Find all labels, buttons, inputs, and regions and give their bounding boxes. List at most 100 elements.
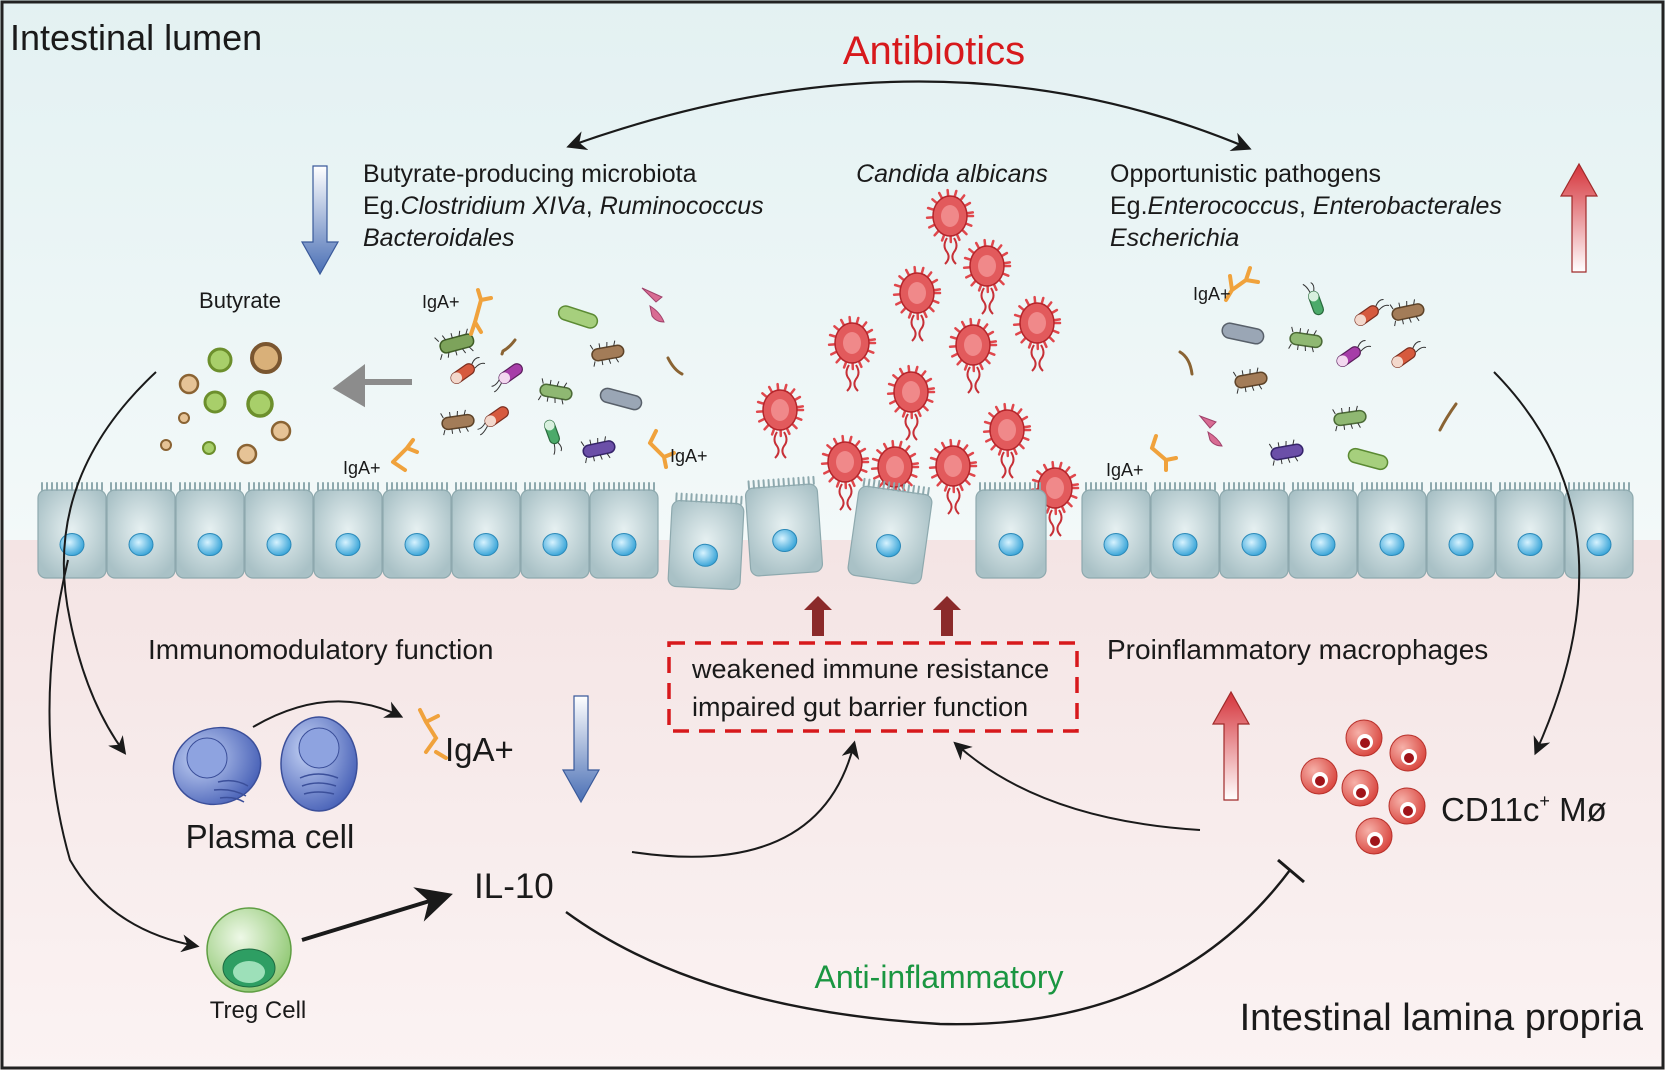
epithelial-cell — [1495, 482, 1565, 579]
epithelial-cell — [744, 475, 824, 577]
macrophage-label-tail: Mø — [1550, 791, 1607, 828]
species-enterobacterales: Enterobacterales — [1313, 192, 1502, 220]
inhibition-bar — [1277, 858, 1305, 884]
il10-to-outcome-arrow — [631, 740, 860, 858]
epithelial-cell — [175, 482, 245, 579]
candida-cell — [928, 438, 978, 515]
treg-cell-icon — [206, 907, 292, 993]
iga-label-2: IgA+ — [343, 458, 381, 478]
plasma-cell-icon — [172, 716, 358, 812]
epithelial-cell — [313, 482, 383, 579]
species-ruminococcus: Ruminococcus — [600, 192, 764, 220]
example-prefix: Eg. — [363, 192, 401, 220]
iga-antibody-icon — [1224, 266, 1260, 302]
species-escherichia: Escherichia — [1110, 224, 1239, 252]
iga-antibody-icon — [469, 288, 493, 336]
plasma-cell-label: Plasma cell — [186, 818, 355, 855]
outcome-line-1: weakened immune resistance — [691, 654, 1049, 684]
commensal-bacteria — [434, 287, 684, 464]
lumen-label: Intestinal lumen — [10, 17, 262, 58]
epithelial-cell — [37, 482, 107, 579]
candida-cell — [870, 439, 920, 516]
iga-label-3: IgA+ — [670, 446, 708, 466]
epithelial-cell — [382, 482, 452, 579]
epithelial-cell — [847, 477, 933, 585]
iga-plasma-label: IgA+ — [445, 731, 514, 768]
macrophage-to-outcome-arrow — [953, 741, 1201, 831]
butyrate-microbiota-examples: Eg.Clostridium XIVa, Ruminococcus — [363, 192, 764, 220]
cd11c-macrophages — [1300, 719, 1427, 855]
candida-cells — [755, 188, 1080, 537]
outcome-box — [667, 641, 1079, 733]
butyrate-microbiota-title: Butyrate-producing microbiota — [363, 160, 697, 188]
butyrate-molecules — [160, 342, 292, 465]
anti-inflammatory-inhibition-line — [565, 869, 1291, 1026]
iga-label-1: IgA+ — [422, 292, 460, 312]
epithelial-cell — [667, 492, 745, 591]
species-clostridium: Clostridium XIVa — [401, 192, 586, 220]
epithelial-cell — [1426, 482, 1496, 579]
butyrate-to-plasma-arrow — [62, 371, 157, 755]
macrophage-cell — [1341, 769, 1379, 807]
candida-cell — [892, 265, 942, 342]
epithelial-cell — [1357, 482, 1427, 579]
species-separator: , — [1299, 192, 1313, 220]
candida-cell — [820, 434, 870, 511]
antibiotics-label: Antibiotics — [843, 29, 1025, 73]
epithelial-cell — [1081, 482, 1151, 579]
lamina-label: Intestinal lamina propria — [1240, 997, 1644, 1039]
butyrate-label: Butyrate — [199, 288, 281, 313]
example-prefix: Eg. — [1110, 192, 1148, 220]
iga-antibody-icon — [391, 438, 419, 472]
barrier-arrow-1 — [804, 596, 832, 636]
macrophage-label: CD11c+ Mø — [1441, 791, 1607, 828]
species-bacteroidales: Bacteroidales — [363, 224, 514, 252]
candida-cell — [886, 364, 936, 441]
iga-antibody-icon — [1150, 434, 1178, 472]
proinflammatory-label: Proinflammatory macrophages — [1107, 634, 1488, 665]
candida-cell — [925, 188, 975, 265]
candida-cell — [962, 238, 1012, 315]
species-separator: , — [586, 192, 600, 220]
epithelial-cell — [1150, 482, 1220, 579]
pathogen-text: Opportunistic pathogens Eg.Enterococcus,… — [1110, 160, 1502, 252]
iga-label-4: IgA+ — [1193, 284, 1231, 304]
butyrate-production-arrow — [332, 364, 412, 408]
macrophage-cell — [1345, 719, 1383, 757]
epithelial-cell — [244, 482, 314, 579]
treg-cell-label: Treg Cell — [210, 997, 306, 1024]
macrophage-cell — [1389, 734, 1427, 772]
intestinal-epithelium — [37, 475, 1634, 591]
macrophage-label-main: CD11c — [1441, 791, 1539, 828]
iga-label-5: IgA+ — [1106, 460, 1144, 480]
il10-label: IL-10 — [474, 867, 554, 906]
species-enterococcus: Enterococcus — [1148, 192, 1299, 220]
candida-cell — [982, 402, 1032, 479]
increase-arrow-macrophages — [1211, 690, 1251, 801]
decrease-arrow-immunomodulatory — [561, 695, 601, 804]
increase-arrow-pathogens — [1559, 162, 1599, 273]
anti-inflammatory-label: Anti-inflammatory — [815, 959, 1064, 995]
pathogen-examples: Eg.Enterococcus, Enterobacterales — [1110, 192, 1502, 220]
epithelial-cell — [975, 482, 1047, 579]
pathogen-title: Opportunistic pathogens — [1110, 160, 1381, 188]
antibiotics-arc-arrow — [566, 80, 1252, 151]
macrophage-cell — [1388, 787, 1426, 825]
macrophage-label-sup: + — [1539, 791, 1550, 811]
epithelial-cell — [589, 482, 659, 579]
candida-cell — [1012, 295, 1062, 372]
butyrate-microbiota-text: Butyrate-producing microbiota Eg.Clostri… — [363, 160, 764, 252]
candida-cell — [948, 317, 998, 394]
treg-to-il10-arrow — [301, 887, 453, 942]
outcome-line-2: impaired gut barrier function — [692, 692, 1028, 722]
candida-label: Candida albicans — [856, 160, 1048, 188]
pathogens-to-macrophage-arrow — [1493, 371, 1581, 756]
epithelial-cell — [106, 482, 176, 579]
epithelial-cell — [520, 482, 590, 579]
epithelial-cell — [1219, 482, 1289, 579]
pathogen-bacteria — [1178, 282, 1458, 471]
decrease-arrow-microbiota — [300, 165, 340, 276]
immunomodulatory-label: Immunomodulatory function — [148, 634, 494, 665]
